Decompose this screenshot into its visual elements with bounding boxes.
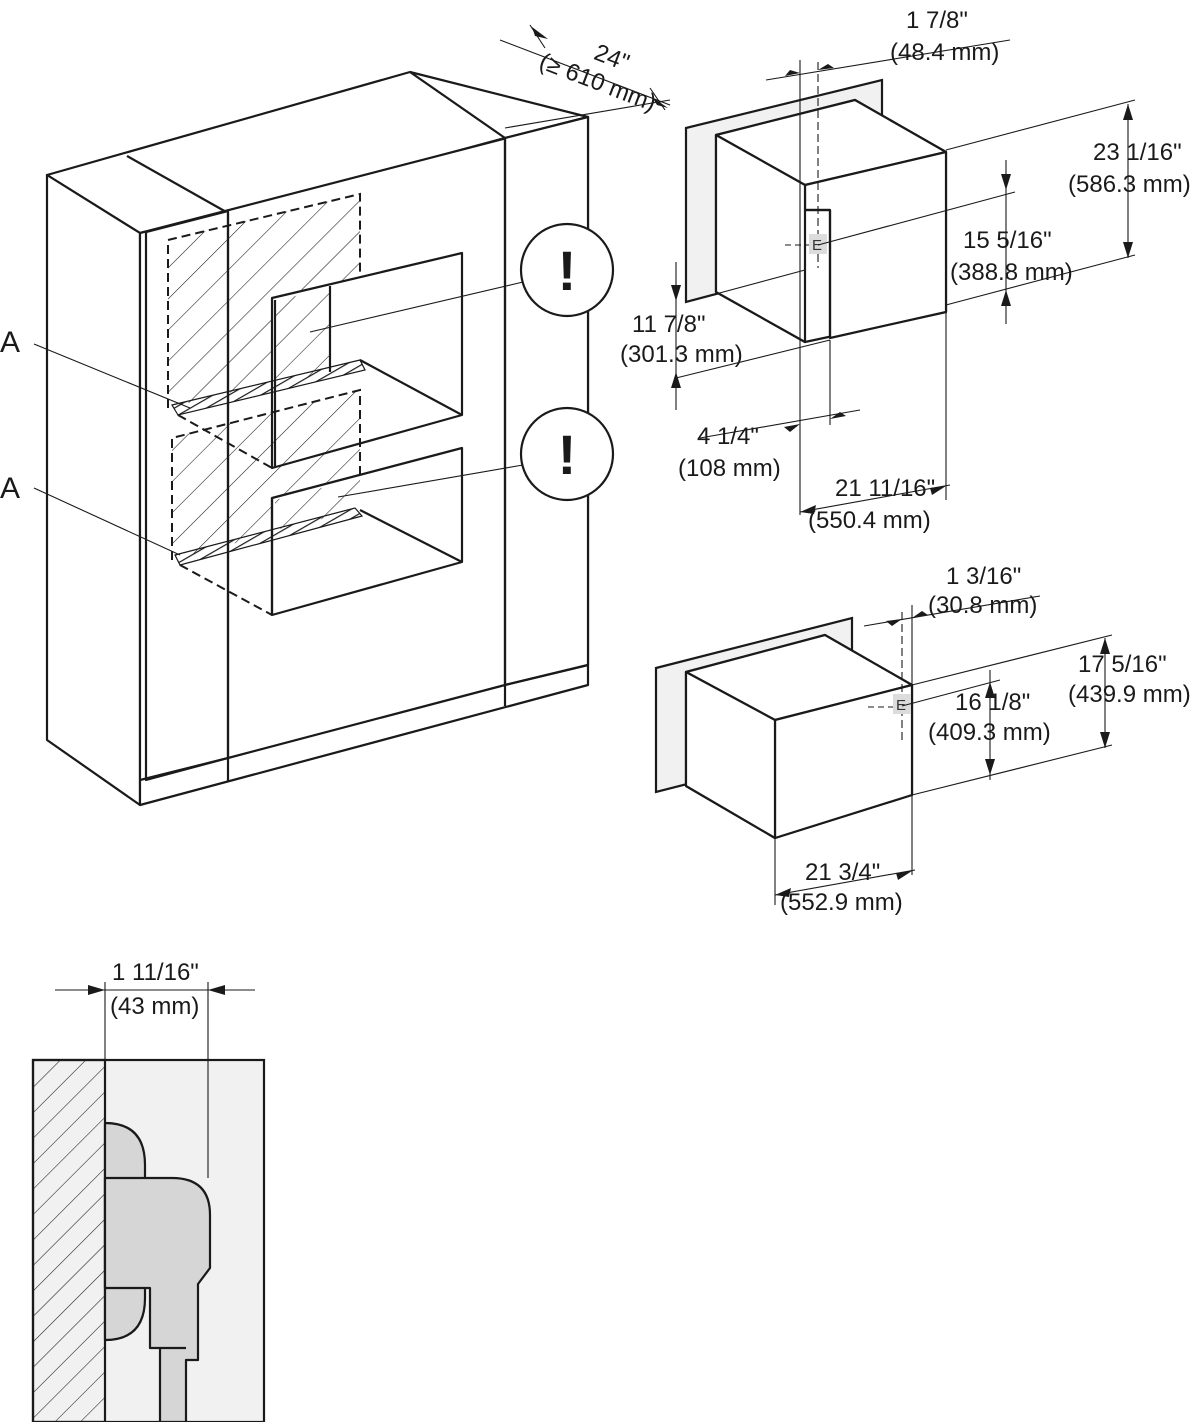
drawer-flange-in: 1 3/16" (946, 563, 1021, 590)
oven-flange-in: 1 7/8" (906, 7, 968, 34)
oven-height-mm: (586.3 mm) (1068, 171, 1191, 198)
cabinet-left-side (45, 173, 142, 807)
oven-elec-height-mm: (388.8 mm) (950, 259, 1073, 286)
plug-shape (103, 1176, 212, 1422)
oven-elec-offset-mm: (108 mm) (678, 455, 781, 482)
elec-marker-lower: E (896, 697, 906, 714)
plug-clearance-in: 1 11/16" (112, 959, 199, 986)
oven-elec-height-in: 15 5/16" (963, 227, 1052, 254)
warning-mark-lower: ! (558, 423, 577, 486)
drawer-height-mm: (439.9 mm) (1068, 681, 1191, 708)
drawer-elec-height-in: 16 1/8" (955, 689, 1030, 716)
drawer-depth-mm: (552.9 mm) (780, 889, 903, 916)
oven-left-face (714, 133, 807, 344)
oven-height-in: 23 1/16" (1093, 139, 1182, 166)
oven-depth-mm: (550.4 mm) (808, 507, 931, 534)
oven-drawing: E 1 7/8" (48.4 mm) 23 1/16" (586.3 mm) 1… (620, 7, 1191, 534)
drawer-height-in: 17 5/16" (1078, 651, 1167, 678)
vent-strip-upper (171, 359, 366, 416)
drawer-elec-height-mm: (409.3 mm) (928, 719, 1051, 746)
cabinet-drawing: 24" (≥ 610 mm) A A ! ! (0, 24, 671, 807)
drawer-depth-in: 21 3/4" (805, 859, 880, 886)
drawer-drawing: E 1 3/16" (30.8 mm) 16 1/8" (409.3 mm) 1… (654, 563, 1191, 916)
wall-section (31, 1058, 107, 1422)
oven-lower-in: 11 7/8" (632, 311, 705, 338)
plug-clearance-mm: (43 mm) (110, 993, 199, 1020)
oven-depth-in: 21 11/16" (835, 475, 935, 502)
oven-flange-mm: (48.4 mm) (890, 39, 999, 66)
vent-strip-lower (174, 507, 364, 566)
oven-lower-mm: (301.3 mm) (620, 341, 743, 368)
drawer-flange-mm: (30.8 mm) (928, 592, 1037, 619)
oven-elec-offset-in: 4 1/4" (697, 423, 759, 450)
warning-icon-lower (519, 406, 615, 502)
warning-mark-upper: ! (558, 239, 577, 302)
elec-marker-upper: E (812, 237, 822, 254)
plug-detail: 1 11/16" (43 mm) (31, 959, 266, 1422)
label-a-lower: A (0, 472, 20, 505)
label-a-upper: A (0, 326, 20, 359)
warning-icon-upper (519, 222, 615, 318)
